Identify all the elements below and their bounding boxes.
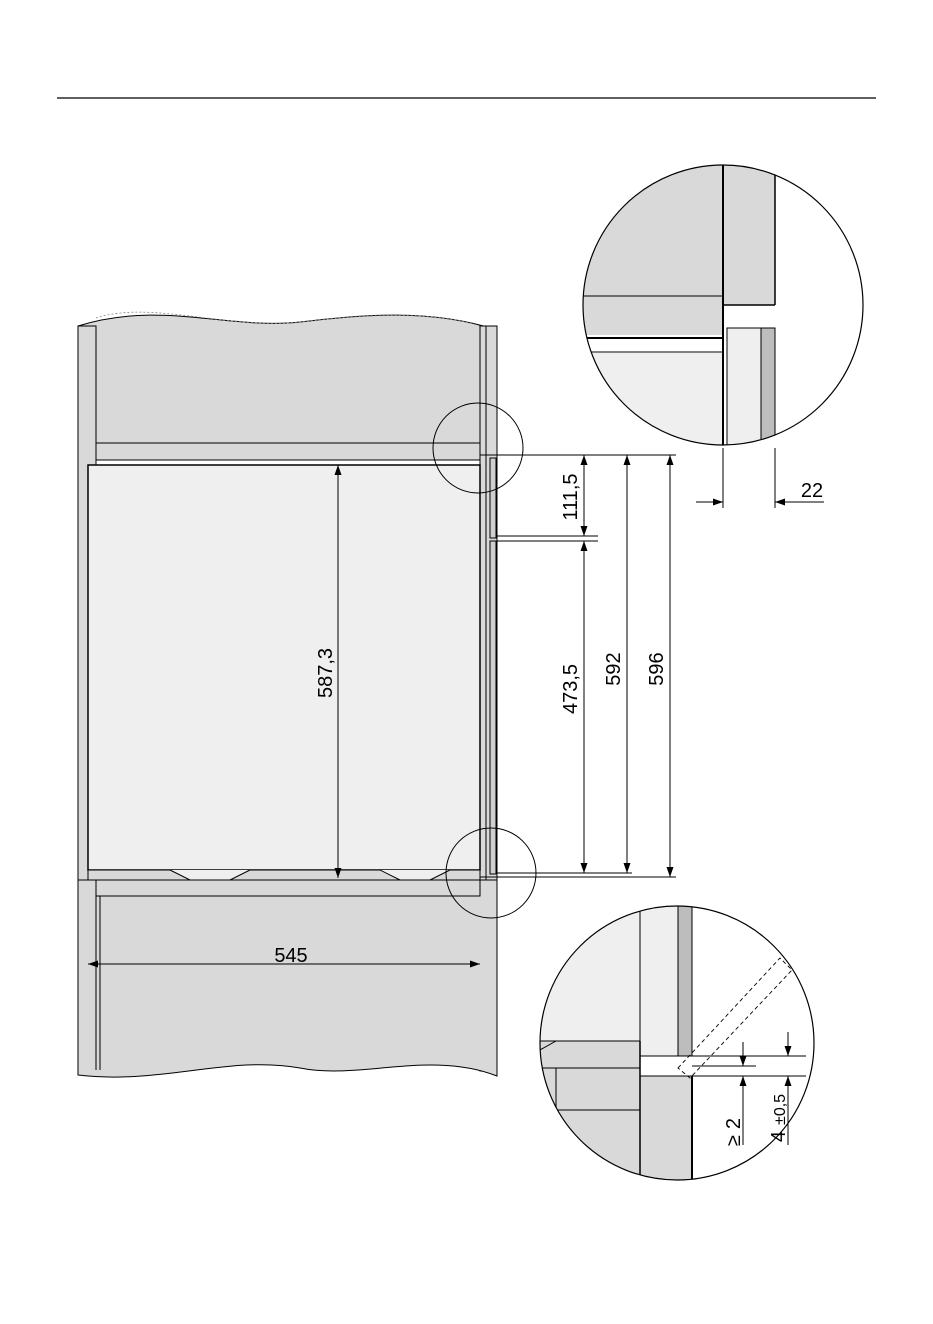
gap-tolerance: ±0,5 xyxy=(772,1094,789,1125)
dim-cabinet-depth: 545 xyxy=(274,945,307,967)
svg-text:4±0,5: 4 ±0,5 xyxy=(768,1094,790,1142)
lower-cabinet xyxy=(78,880,497,1077)
bottom-clearance-prefix: ≥ xyxy=(723,1135,745,1146)
upper-shelf xyxy=(96,443,480,460)
dim-gap: 4 ±0,5 xyxy=(768,1094,790,1142)
detail-top xyxy=(583,165,865,508)
dim-overall-height: 596 xyxy=(646,652,668,685)
dim-front-lower: 473,5 xyxy=(560,664,582,714)
bottom-clearance-value: 2 xyxy=(723,1118,745,1129)
appliance-niche xyxy=(88,465,480,870)
gap-value: 4 xyxy=(768,1131,790,1142)
lower-shelf xyxy=(96,880,480,896)
front-panel-upper xyxy=(490,458,496,538)
dim-niche-height: 587,3 xyxy=(315,648,337,698)
dim-front-height: 592 xyxy=(603,652,625,685)
dim-top-gap: 111,5 xyxy=(560,473,582,520)
front-panel-lower xyxy=(490,541,496,874)
dim-side-offset: 22 xyxy=(801,480,823,502)
